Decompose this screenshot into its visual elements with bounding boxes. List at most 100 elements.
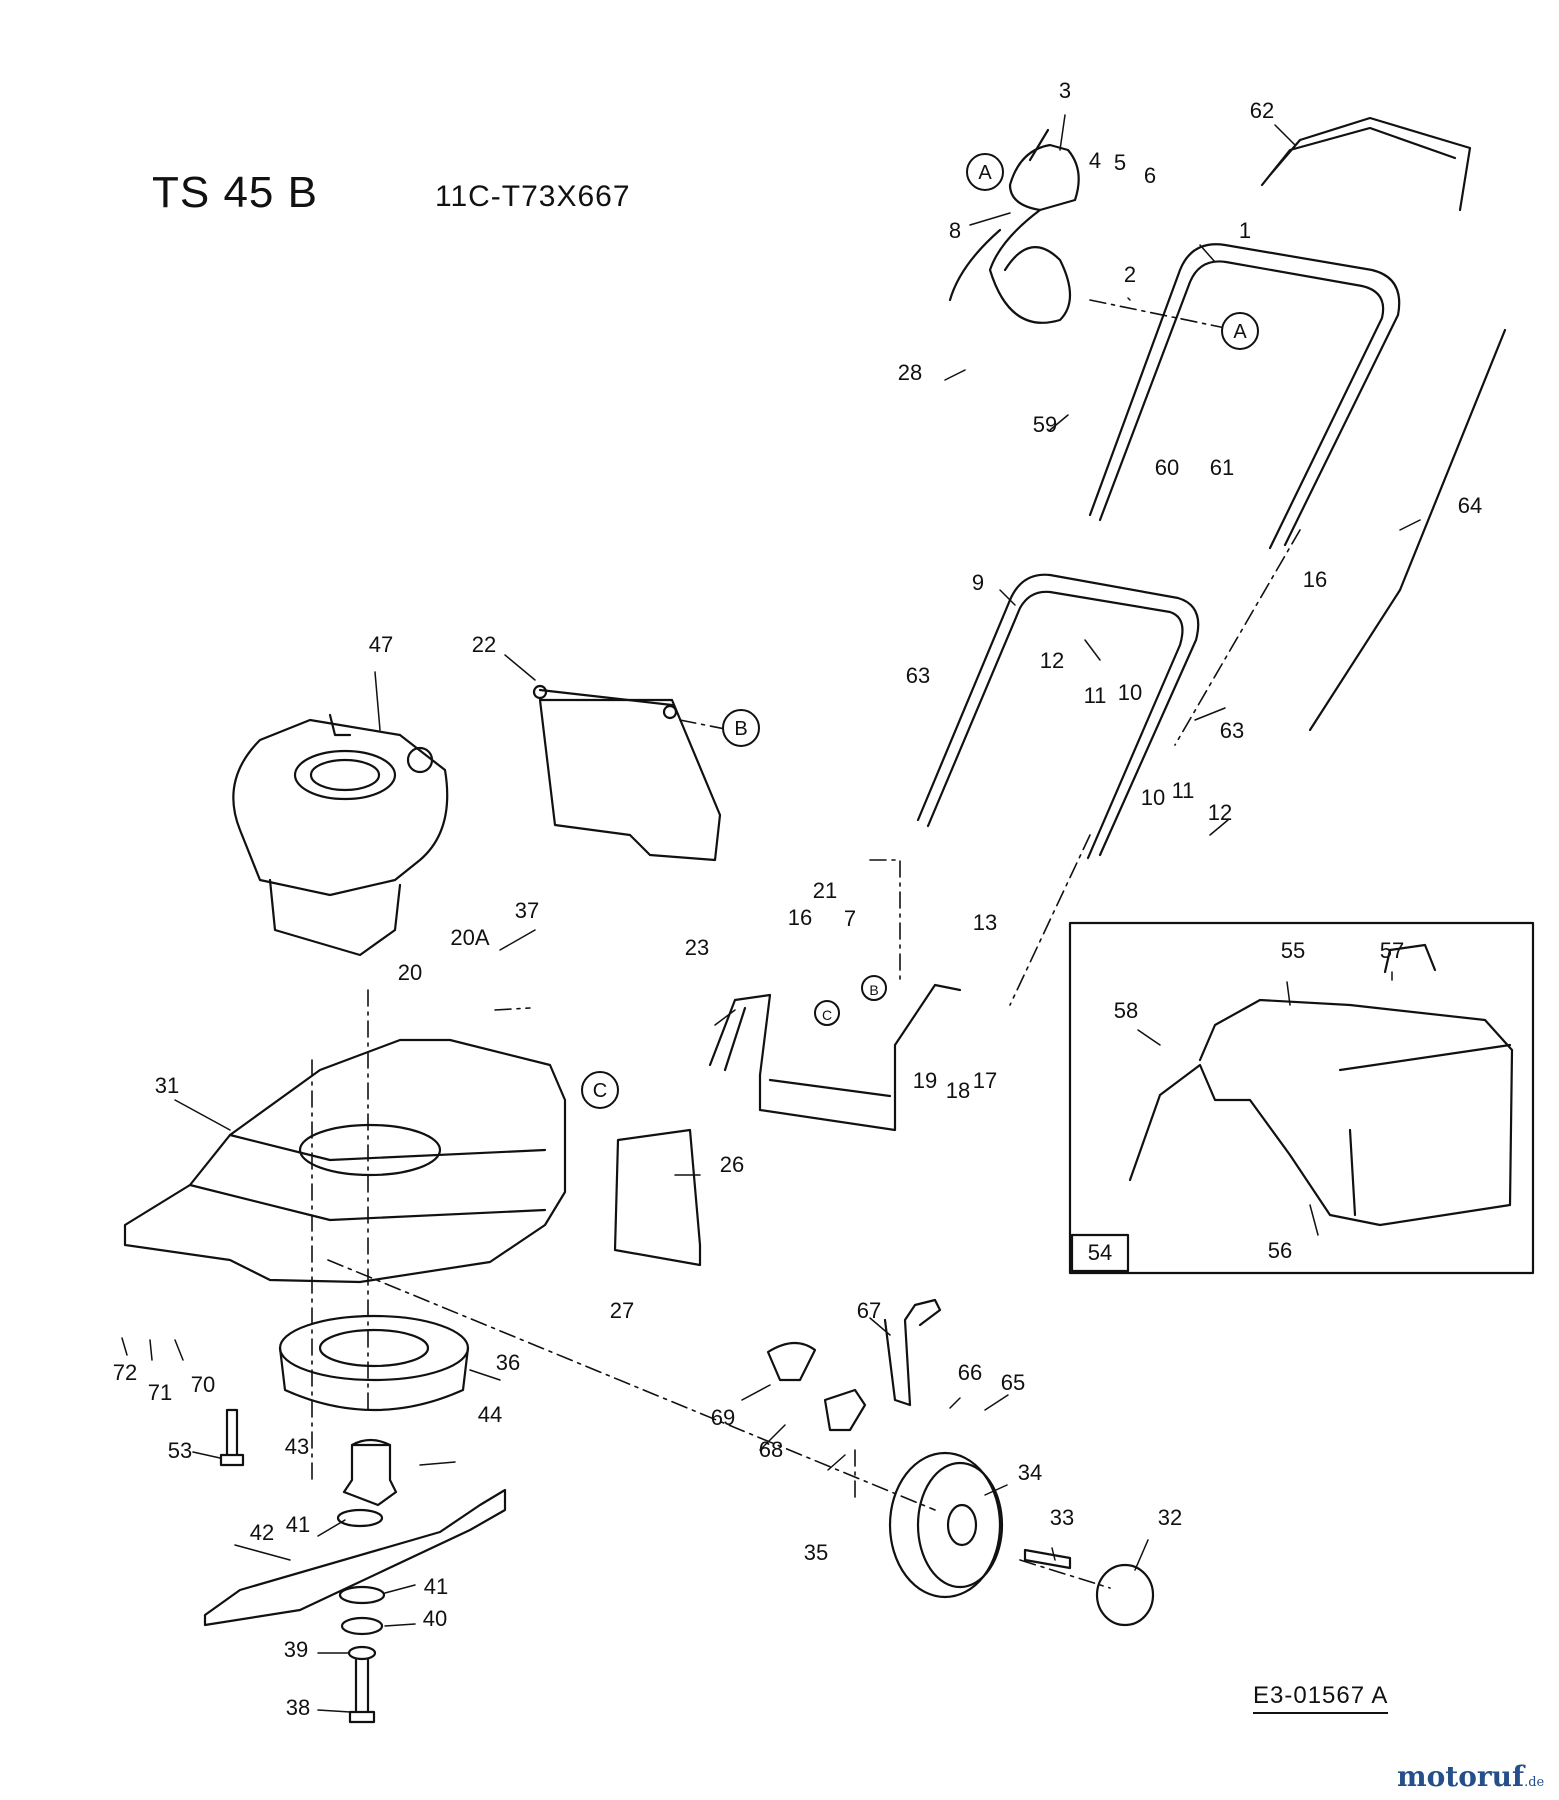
part-number-label: 39 [284,1637,308,1662]
part-number-label: 42 [250,1520,274,1545]
part-number-label: 41 [286,1512,310,1537]
top-control-bar [1260,116,1472,212]
height-lever [883,1298,942,1407]
part-number-label: 35 [804,1540,828,1565]
part-number-label: 3 [1059,78,1071,103]
part-number-label: 63 [1220,718,1244,743]
part-number-label: 17 [973,1068,997,1093]
model-title: TS 45 B [152,168,318,217]
part-number-label: 11 [1084,683,1107,708]
washer-41-upper [336,1508,384,1528]
connector-letter: C [822,1007,832,1023]
part-number-label: 61 [1210,455,1234,480]
bolt-53 [219,1408,245,1467]
part-number-label: 27 [610,1298,634,1323]
part-number-label: 26 [720,1152,744,1177]
part-number-label: 13 [973,910,997,935]
part-number-label: 19 [913,1068,937,1093]
washer-40 [340,1616,384,1636]
part-number-label: 44 [478,1402,502,1427]
leader-lines [121,114,1421,1713]
washer-39 [347,1645,377,1661]
connector-b-bracket [861,975,887,1001]
side-plate [613,1128,702,1267]
cutting-blade [203,1488,507,1627]
part-number-label: 20 [398,960,422,985]
part-number-label: 23 [685,935,709,960]
part-number-label: 41 [424,1574,448,1599]
part-number-label: 8 [949,218,961,243]
throttle-control [948,128,1080,324]
connector-letter: A [978,162,992,184]
part-number-label: 16 [1303,567,1327,592]
part-number-label: 55 [1281,938,1305,963]
part-number-label: 9 [972,570,984,595]
part-number-label: 71 [148,1380,172,1405]
part-number-label: 18 [946,1078,970,1103]
connector-c-deck [581,1071,619,1109]
part-number-label: 64 [1458,493,1482,518]
part-number-label: 1 [1239,218,1251,243]
connector-letter: A [1233,321,1247,343]
part-number-label: 62 [1250,98,1274,123]
part-number-label: 36 [496,1350,520,1375]
part-number-label: 58 [1114,998,1138,1023]
brand-watermark: motoruf.de [1397,1760,1545,1793]
upper-handle [1088,243,1401,550]
connector-b-flap [722,709,760,747]
part-number-label: 11 [1172,778,1195,803]
part-number-label: 53 [168,1438,192,1463]
assembly-lines [311,299,1301,1589]
part-number-label: 47 [369,632,393,657]
connector-a-handle [1221,312,1259,350]
wheel-axle-bolt [1023,1548,1072,1570]
part-number-label: 63 [906,663,930,688]
grass-catcher [1128,943,1514,1227]
part-number-label: 56 [1268,1238,1292,1263]
part-number-label: 37 [515,898,539,923]
part-number-label: 38 [286,1695,310,1720]
part-number-label: 7 [844,906,856,931]
height-adjust-bracket [708,983,962,1132]
rear-wheel [888,1451,1004,1599]
part-number-label: 32 [1158,1505,1182,1530]
part-number-label: 28 [898,360,922,385]
part-number-label: 2 [1124,262,1136,287]
part-number-label: 5 [1114,150,1126,175]
connector-letter: B [734,718,747,740]
inset-label-box [1070,1233,1130,1273]
grass-catcher-inset [1068,921,1535,1275]
part-number-label: 70 [191,1372,215,1397]
part-number-label: 22 [472,632,496,657]
part-number-label: 54 [1088,1240,1112,1265]
lever-plate [823,1388,867,1432]
control-cable [1308,328,1507,732]
part-number-label: 57 [1380,938,1404,963]
engine [232,713,449,957]
part-number-label: 10 [1141,785,1165,810]
part-number-label: 72 [113,1360,137,1385]
part-number-label: 4 [1089,148,1101,173]
part-number-label: 10 [1118,680,1142,705]
part-number-label: 66 [958,1360,982,1385]
connector-a-top [966,153,1004,191]
model-number: 11C-T73X667 [435,180,631,213]
washer-41-lower [338,1585,386,1605]
lower-handle [916,573,1200,860]
part-number-label: 6 [1144,163,1156,188]
part-number-label: 34 [1018,1460,1042,1485]
part-number-label: 16 [788,905,812,930]
blade-bolt [348,1658,376,1724]
part-number-label: 20A [450,925,489,950]
part-number-label: 69 [711,1405,735,1430]
part-number-label: 60 [1155,455,1179,480]
part-number-label: 68 [759,1437,783,1462]
part-number-label: 12 [1040,648,1064,673]
part-number-label: 12 [1208,800,1232,825]
part-number-label: 43 [285,1434,309,1459]
connector-c-bracket [814,1000,840,1026]
wheel-hubcap [1095,1563,1155,1627]
part-number-label: 59 [1033,412,1057,437]
lever-bracket [766,1341,817,1382]
